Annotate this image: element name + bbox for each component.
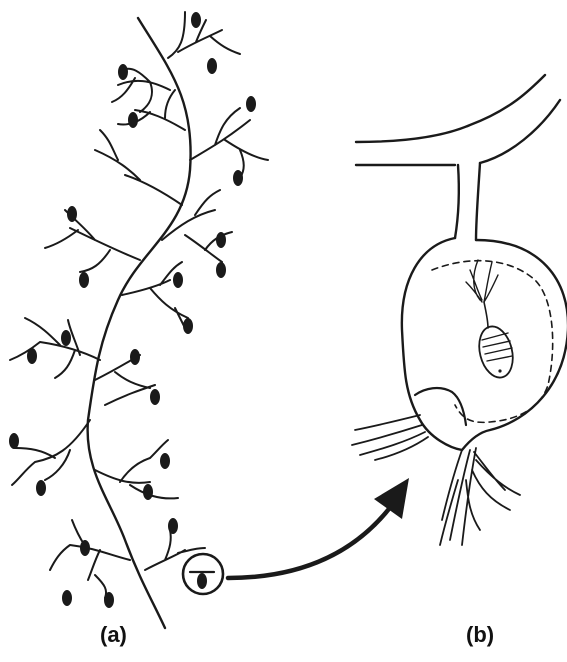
bladder	[9, 433, 19, 449]
panel-a-plant	[10, 12, 268, 628]
trap-inner-wall	[432, 261, 553, 423]
branch	[12, 420, 90, 485]
bladder	[216, 262, 226, 278]
bladder	[216, 232, 226, 248]
bladder	[104, 592, 114, 608]
branch	[45, 210, 140, 272]
branch	[190, 108, 268, 178]
branch	[122, 262, 188, 328]
bladder	[207, 58, 217, 74]
stem-inner	[356, 100, 560, 165]
bladder	[246, 96, 256, 112]
bladder	[173, 272, 183, 288]
branch	[95, 440, 178, 498]
branch	[50, 520, 130, 598]
arrow-head	[374, 478, 409, 519]
branch	[168, 12, 240, 58]
bladder	[36, 480, 46, 496]
bladder	[233, 170, 243, 186]
trap-bristles	[352, 415, 428, 460]
bladder	[150, 389, 160, 405]
bladder	[61, 330, 71, 346]
prey-organism	[466, 260, 518, 381]
stem-outer	[356, 75, 545, 142]
stalk	[455, 163, 480, 240]
arrow-shaft	[228, 505, 392, 578]
caption-b: (b)	[466, 622, 494, 648]
bladder	[128, 112, 138, 128]
bladder	[143, 484, 153, 500]
trap-door	[415, 388, 466, 425]
bladder	[191, 12, 201, 28]
branch	[162, 190, 232, 262]
trap-body	[402, 238, 567, 450]
highlight-circle	[183, 554, 223, 594]
bladder	[160, 453, 170, 469]
main-stem	[88, 18, 191, 628]
bladder	[62, 590, 72, 606]
panel-b-bladder-trap	[352, 75, 567, 545]
bladder	[118, 64, 128, 80]
branch	[95, 130, 182, 205]
bladder	[130, 349, 140, 365]
bladder	[168, 518, 178, 534]
bladder	[183, 318, 193, 334]
bladder	[79, 272, 89, 288]
bladder	[27, 348, 37, 364]
panel-a-bladders	[9, 12, 256, 608]
caption-a: (a)	[100, 622, 127, 648]
branch	[95, 355, 155, 405]
branch	[145, 530, 205, 570]
bladder	[80, 540, 90, 556]
bladder	[67, 206, 77, 222]
trap-appendages	[440, 448, 520, 545]
branch	[10, 318, 100, 378]
